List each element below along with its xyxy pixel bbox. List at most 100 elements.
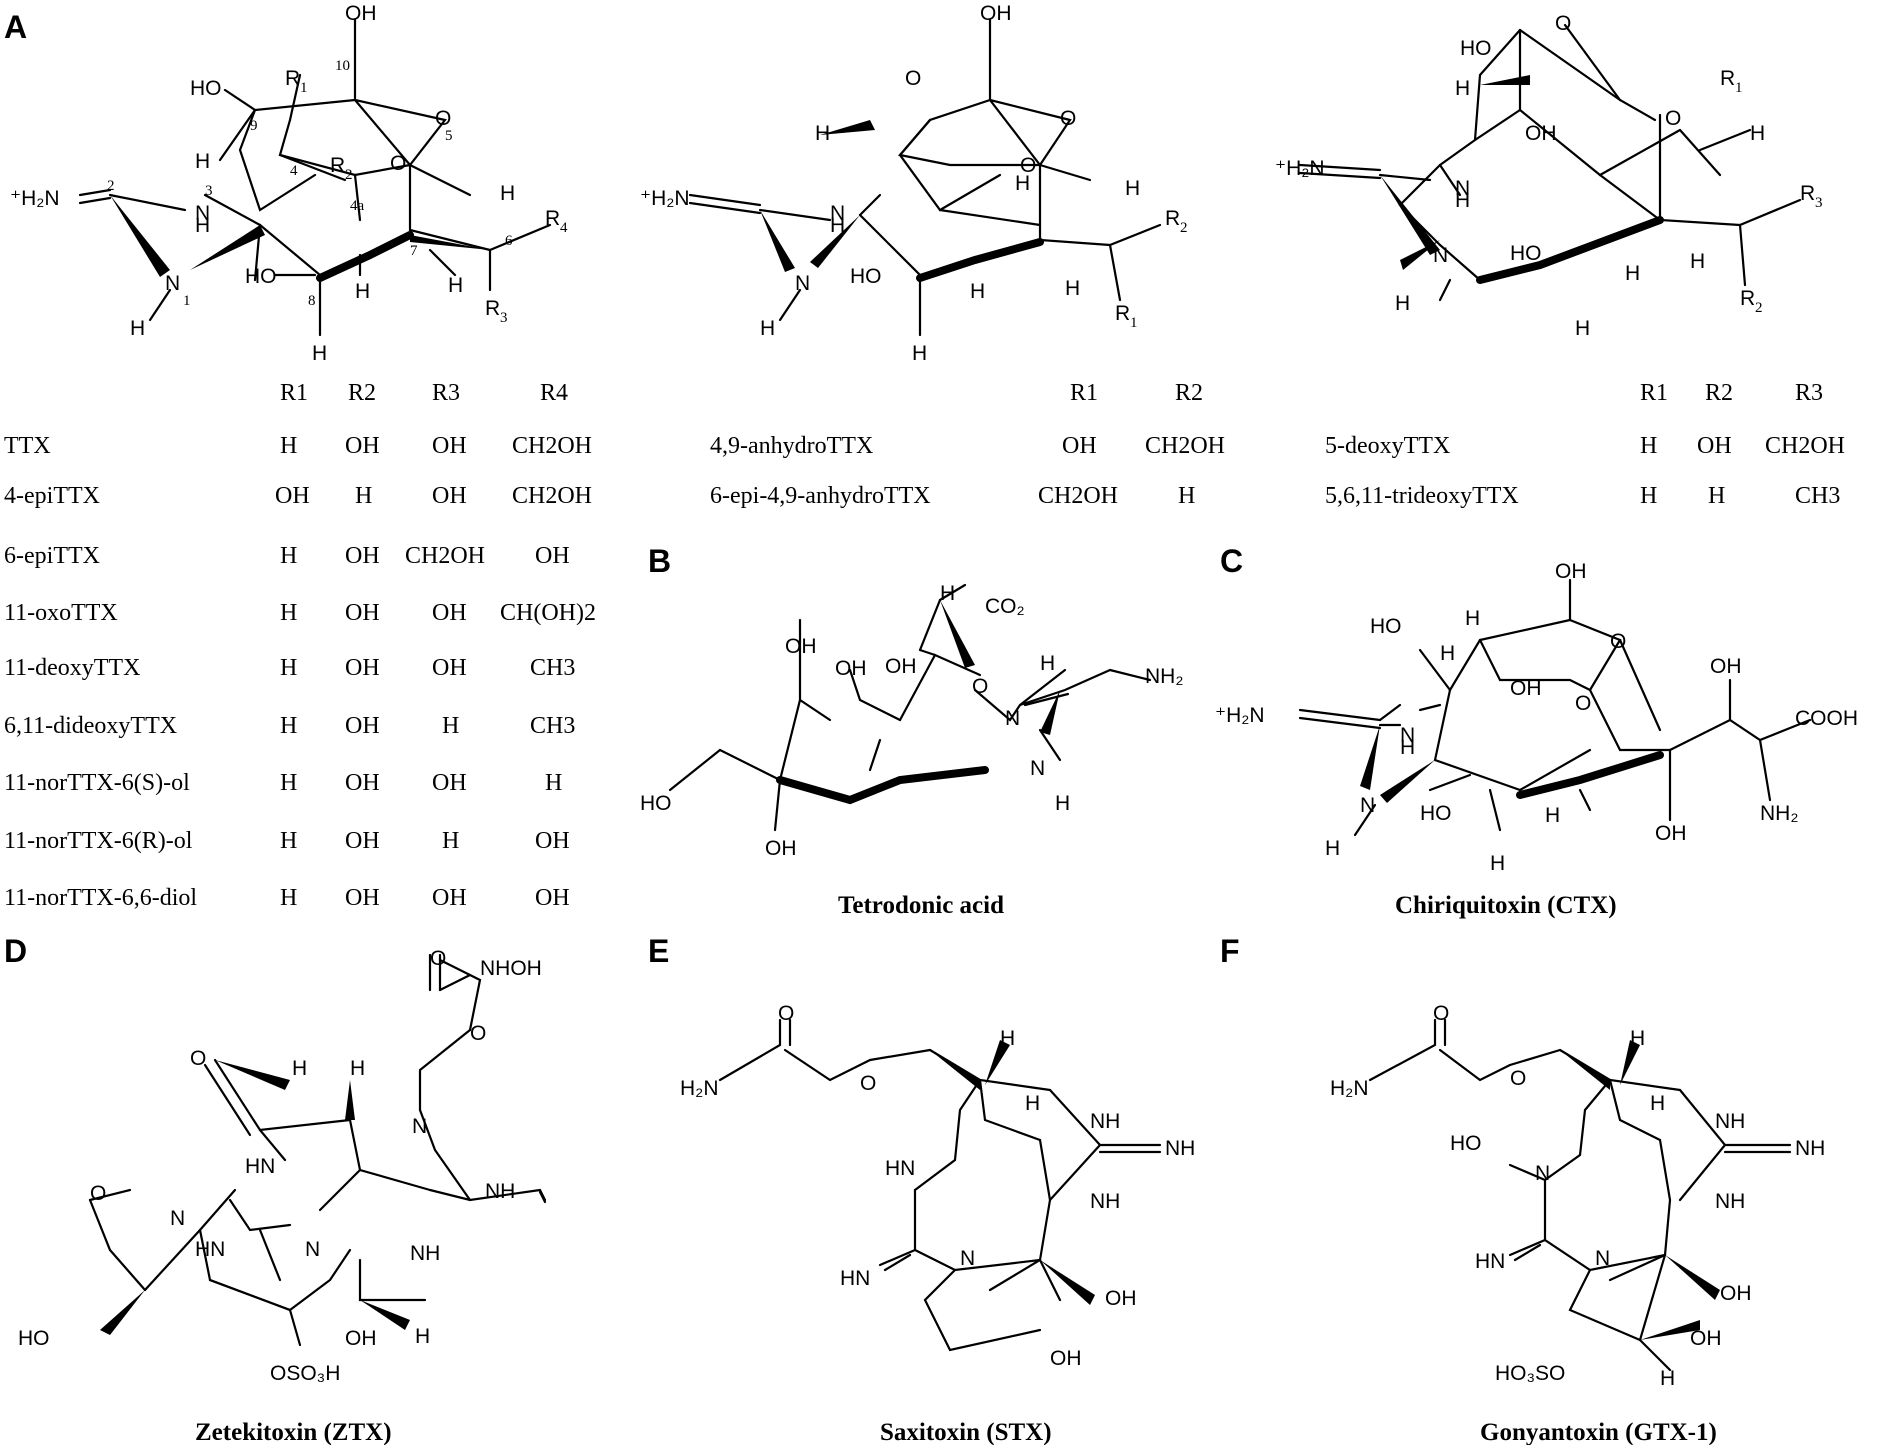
atom-label: NH xyxy=(1795,1137,1825,1160)
atom-label: H xyxy=(1455,77,1470,100)
atom-label: H xyxy=(1750,122,1765,145)
atom-label: NH xyxy=(1715,1110,1745,1133)
atom-label: H xyxy=(312,342,327,365)
cell: CH3 xyxy=(530,655,575,681)
cell: H xyxy=(280,713,297,739)
atom-label: HN xyxy=(840,1267,870,1290)
table-header: R4 xyxy=(540,380,568,406)
cell: CH2OH xyxy=(1145,433,1225,459)
atom-label: NH xyxy=(485,1180,515,1203)
atom-number: 9 xyxy=(250,118,258,134)
cell: CH2OH xyxy=(512,483,592,509)
atom-label: O xyxy=(430,947,446,970)
cell: OH xyxy=(275,483,310,509)
cell: H xyxy=(442,828,459,854)
atom-label: O xyxy=(860,1072,876,1095)
tetrodonic-acid-structure: H CO₂ OH OH OH O H N NH₂ N H HO OH xyxy=(640,582,1183,860)
atom-label: N xyxy=(1030,757,1045,780)
atom-label: N xyxy=(1005,707,1020,730)
atom-label: N xyxy=(1400,724,1415,747)
atom-label: N xyxy=(1433,244,1448,267)
cell: H xyxy=(280,433,297,459)
atom-label: H xyxy=(1040,652,1055,675)
atom-label: OH xyxy=(345,1327,377,1350)
atom-number: 3 xyxy=(205,183,213,199)
atom-label: OSO₃H xyxy=(270,1362,340,1385)
atom-label: N xyxy=(1455,177,1470,200)
row-name: 11-norTTX-6(S)-ol xyxy=(4,770,190,796)
atom-label: OH xyxy=(835,657,867,680)
atom-label: ⁺H₂N xyxy=(640,187,690,210)
atom-number: 4a xyxy=(350,198,365,214)
cell: OH xyxy=(345,543,380,569)
atom-label: H xyxy=(1055,792,1070,815)
atom-label: H xyxy=(760,317,775,340)
row-name: 4,9-anhydroTTX xyxy=(710,433,873,459)
atom-number: 8 xyxy=(308,293,316,309)
atom-label: O xyxy=(1020,154,1036,177)
panel-letter-d: D xyxy=(4,933,27,969)
panel-letter-b: B xyxy=(648,543,671,579)
atom-label: OH xyxy=(1105,1287,1137,1310)
atom-label: NH xyxy=(1715,1190,1745,1213)
caption-saxitoxin: Saxitoxin (STX) xyxy=(880,1419,1052,1445)
atom-label: H xyxy=(815,122,830,145)
atom-label: OH xyxy=(1710,655,1742,678)
row-name: 4-epiTTX xyxy=(4,483,100,509)
atom-label: HN xyxy=(195,1238,225,1261)
table-header: R1 xyxy=(1640,380,1668,406)
atom-label: H xyxy=(912,342,927,365)
caption-gonyantoxin: Gonyantoxin (GTX-1) xyxy=(1480,1419,1717,1445)
atom-label: H xyxy=(500,182,515,205)
atom-label: H xyxy=(130,317,145,340)
atom-label: H xyxy=(1000,1027,1015,1050)
cell: OH xyxy=(535,828,570,854)
cell: OH xyxy=(345,828,380,854)
atom-label: R xyxy=(1720,67,1735,90)
atom-label: HO xyxy=(190,77,222,100)
atom-label: O xyxy=(1555,12,1571,35)
atom-label: ⁺H₂N xyxy=(10,187,60,210)
deoxy-table: R1 R2 R3 5-deoxyTTX H OH CH2OH 5,6,11-tr… xyxy=(1325,380,1845,509)
panel-letter-a: A xyxy=(4,9,27,45)
deoxy-ttx-structure: O HO H OH O R 1 H R 3 R 2 H ⁺H₂N N H N H… xyxy=(1275,12,1823,340)
atom-label: H xyxy=(195,150,210,173)
cell: H xyxy=(442,713,459,739)
atom-label: OH xyxy=(1720,1282,1752,1305)
atom-label: HO xyxy=(1420,802,1452,825)
atom-label: H xyxy=(1065,277,1080,300)
atom-label: R xyxy=(1165,207,1180,230)
atom-label: O xyxy=(390,152,406,175)
atom-label: O xyxy=(470,1022,486,1045)
atom-label: O xyxy=(435,107,451,130)
atom-label: H xyxy=(1015,172,1030,195)
atom-label: ⁺H₂N xyxy=(1275,157,1325,180)
atom-label: HO xyxy=(245,265,277,288)
row-name: 6,11-dideoxyTTX xyxy=(4,713,177,739)
atom-label: H xyxy=(1400,736,1415,759)
atom-label: H xyxy=(1690,250,1705,273)
row-name: 5,6,11-trideoxyTTX xyxy=(1325,483,1519,509)
atom-label: H xyxy=(350,1057,365,1080)
atom-label: O xyxy=(1575,692,1591,715)
atom-label: H xyxy=(1630,1027,1645,1050)
cell: OH xyxy=(535,543,570,569)
ttx-derivatives-table: R1 R2 R3 R4 TTX H OH OH CH2OH 4-epiTTX O… xyxy=(4,380,596,911)
cell: CH2OH xyxy=(405,543,485,569)
atom-label: O xyxy=(905,67,921,90)
atom-label: N xyxy=(305,1238,320,1261)
cell: H xyxy=(280,770,297,796)
cell: CH3 xyxy=(530,713,575,739)
atom-label: H xyxy=(970,280,985,303)
atom-label: NH xyxy=(1165,1137,1195,1160)
atom-label: H₂N xyxy=(1330,1077,1368,1100)
zetekitoxin-structure: O NHOH O O H H N HN NH O N HN N NH H HO … xyxy=(18,947,547,1385)
row-name: 11-norTTX-6(R)-ol xyxy=(4,828,193,854)
atom-label: OH xyxy=(885,655,917,678)
atom-label: O xyxy=(1665,107,1681,130)
cell: CH2OH xyxy=(1038,483,1118,509)
svg-text:1: 1 xyxy=(1130,315,1138,331)
atom-label: N xyxy=(1595,1247,1610,1270)
atom-label: OH xyxy=(1655,822,1687,845)
